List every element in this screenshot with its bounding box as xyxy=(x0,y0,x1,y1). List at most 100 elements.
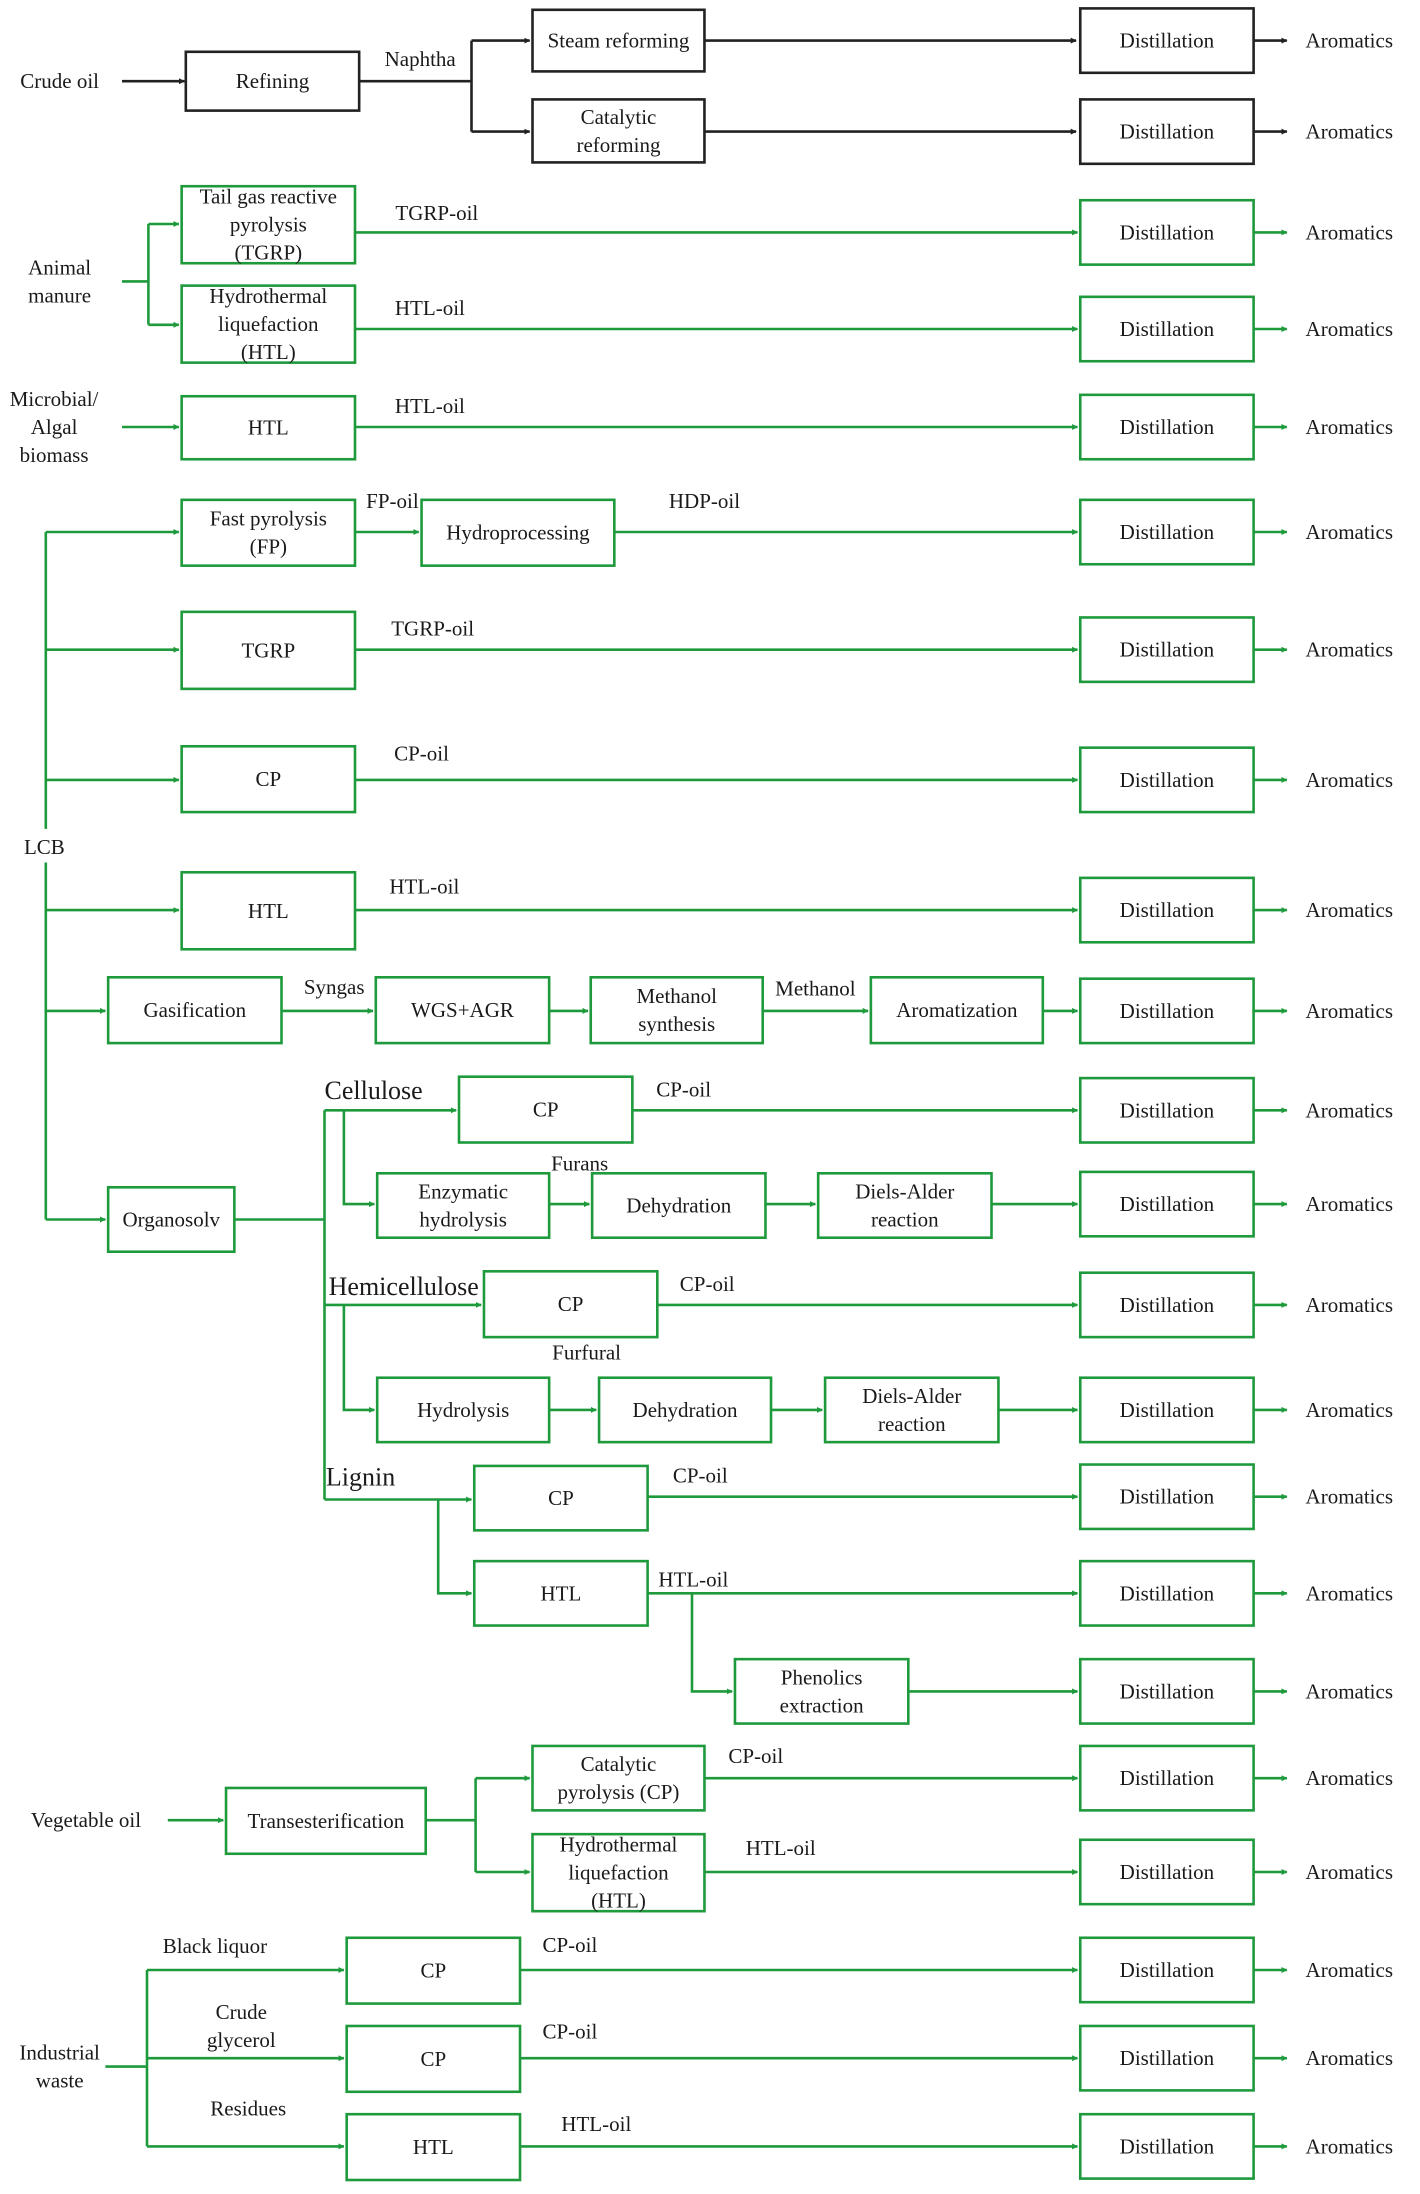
box-distillation-1: Distillation xyxy=(1078,7,1255,75)
box-distillation-18-label: Distillation xyxy=(1120,1766,1215,1790)
box-htl-residues-frame xyxy=(345,2112,522,2182)
product-aromatics-5: Aromatics xyxy=(1306,415,1393,439)
box-distillation-18: Distillation xyxy=(1078,1744,1255,1812)
stream-fp-oil: FP-oil xyxy=(366,489,419,513)
edge-cellulose-enzymatic xyxy=(342,1110,375,1208)
box-distillation-5-label: Distillation xyxy=(1120,415,1215,439)
edge-hemi-hydrolysis xyxy=(342,1304,375,1413)
box-tgrp-manure-frame xyxy=(180,184,357,265)
box-cp-lcb-label: CP xyxy=(255,767,281,791)
box-cp-black-liquor: CP xyxy=(345,1936,522,2005)
box-distillation-13: Distillation xyxy=(1078,1271,1255,1339)
box-distillation-21-frame xyxy=(1078,2024,1255,2092)
box-enzymatic-hydrolysis-frame xyxy=(375,1172,551,1240)
stream-furans: Furans xyxy=(551,1152,608,1176)
product-aromatics-13: Aromatics xyxy=(1306,1293,1393,1317)
box-distillation-2-frame xyxy=(1078,98,1255,166)
box-htl-lignin-frame xyxy=(472,1559,649,1627)
box-diels-alder-hemi-frame xyxy=(823,1376,1000,1444)
product-aromatics-1: Aromatics xyxy=(1306,29,1393,53)
box-distillation-8-frame xyxy=(1078,746,1255,814)
product-aromatics-10: Aromatics xyxy=(1306,999,1393,1023)
box-cp-lignin-label: CP xyxy=(548,1486,574,1510)
box-distillation-22: Distillation xyxy=(1078,2112,1255,2180)
box-distillation-13-frame xyxy=(1078,1271,1255,1339)
box-distillation-15-frame xyxy=(1078,1463,1255,1531)
box-distillation-10-label: Distillation xyxy=(1120,999,1215,1023)
product-aromatics-9: Aromatics xyxy=(1306,898,1393,922)
product-aromatics-2: Aromatics xyxy=(1306,120,1393,144)
fraction-lignin: Lignin xyxy=(326,1463,395,1492)
box-distillation-20-frame xyxy=(1078,1936,1255,2004)
box-dehydration-hemi-label: Dehydration xyxy=(633,1398,738,1422)
box-tgrp-lcb-frame xyxy=(180,610,357,691)
edge-lignin-htl xyxy=(436,1499,473,1597)
box-phenolics-extraction-frame xyxy=(733,1657,910,1725)
box-transesterification-frame xyxy=(224,1786,428,1856)
box-refining: Refining xyxy=(184,50,361,112)
product-aromatics-17: Aromatics xyxy=(1306,1679,1393,1703)
box-organosolv: Organosolv xyxy=(106,1186,236,1254)
box-distillation-21: Distillation xyxy=(1078,2024,1255,2092)
box-distillation-17-label: Distillation xyxy=(1120,1679,1215,1703)
product-aromatics-11: Aromatics xyxy=(1306,1098,1393,1122)
box-htl-residues-label: HTL xyxy=(413,2135,454,2159)
box-dehydration-hemi: Dehydration xyxy=(597,1376,773,1444)
box-distillation-9-label: Distillation xyxy=(1120,898,1215,922)
fraction-hemicellulose: Hemicellulose xyxy=(329,1272,479,1301)
stream-htl-oil-lignin: HTL-oil xyxy=(658,1567,728,1591)
product-aromatics-22: Aromatics xyxy=(1306,2134,1393,2158)
box-distillation-10-frame xyxy=(1078,977,1255,1045)
box-fast-pyrolysis-label: Fast pyrolysis(FP) xyxy=(210,507,327,559)
box-distillation-13-label: Distillation xyxy=(1120,1293,1215,1317)
box-distillation-3-label: Distillation xyxy=(1120,220,1215,244)
box-htl-lcb: HTL xyxy=(180,870,357,951)
box-dehydration-hemi-frame xyxy=(597,1376,773,1444)
stream-naphtha: Naphtha xyxy=(385,47,457,71)
box-tgrp-lcb-label: TGRP xyxy=(241,638,295,662)
box-cp-hemicellulose-label: CP xyxy=(558,1292,584,1316)
box-distillation-7-frame xyxy=(1078,616,1255,684)
box-htl-algal: HTL xyxy=(180,394,357,461)
box-distillation-19-frame xyxy=(1078,1838,1255,1906)
box-dehydration-cellulose: Dehydration xyxy=(590,1172,767,1240)
stream-htl-oil-lcb: HTL-oil xyxy=(389,874,459,898)
box-cp-vegoil-frame xyxy=(531,1744,706,1812)
box-cp-lignin-frame xyxy=(472,1464,649,1532)
stream-cp-oil-lignin: CP-oil xyxy=(673,1464,728,1488)
feedstock-vegetable-oil: Vegetable oil xyxy=(31,1808,141,1832)
fraction-cellulose: Cellulose xyxy=(324,1076,422,1105)
stream-residues: Residues xyxy=(210,2097,286,2121)
box-distillation-14-frame xyxy=(1078,1376,1255,1444)
box-gasification: Gasification xyxy=(106,975,283,1045)
product-aromatics-14: Aromatics xyxy=(1306,1398,1393,1422)
box-gasification-frame xyxy=(106,975,283,1045)
box-wgs-agr-label: WGS+AGR xyxy=(411,998,514,1022)
box-hydrolysis: Hydrolysis xyxy=(375,1376,551,1444)
stream-htl-oil-algal: HTL-oil xyxy=(395,394,465,418)
stream-htl-oil-vegoil: HTL-oil xyxy=(746,1836,816,1860)
box-distillation-6: Distillation xyxy=(1078,498,1255,566)
edge-htl-phenolics xyxy=(690,1593,733,1695)
stream-htl-oil-manure: HTL-oil xyxy=(395,296,465,320)
box-distillation-22-label: Distillation xyxy=(1120,2134,1215,2158)
box-distillation-11: Distillation xyxy=(1078,1076,1255,1144)
product-aromatics-19: Aromatics xyxy=(1306,1860,1393,1884)
box-distillation-22-frame xyxy=(1078,2112,1255,2180)
box-cp-lcb-frame xyxy=(180,744,357,814)
box-distillation-20: Distillation xyxy=(1078,1936,1255,2004)
box-distillation-2: Distillation xyxy=(1078,98,1255,166)
box-catalytic-reforming-frame xyxy=(531,98,706,164)
box-distillation-15-label: Distillation xyxy=(1120,1485,1215,1509)
stream-syngas: Syngas xyxy=(304,975,365,999)
box-distillation-14: Distillation xyxy=(1078,1376,1255,1444)
